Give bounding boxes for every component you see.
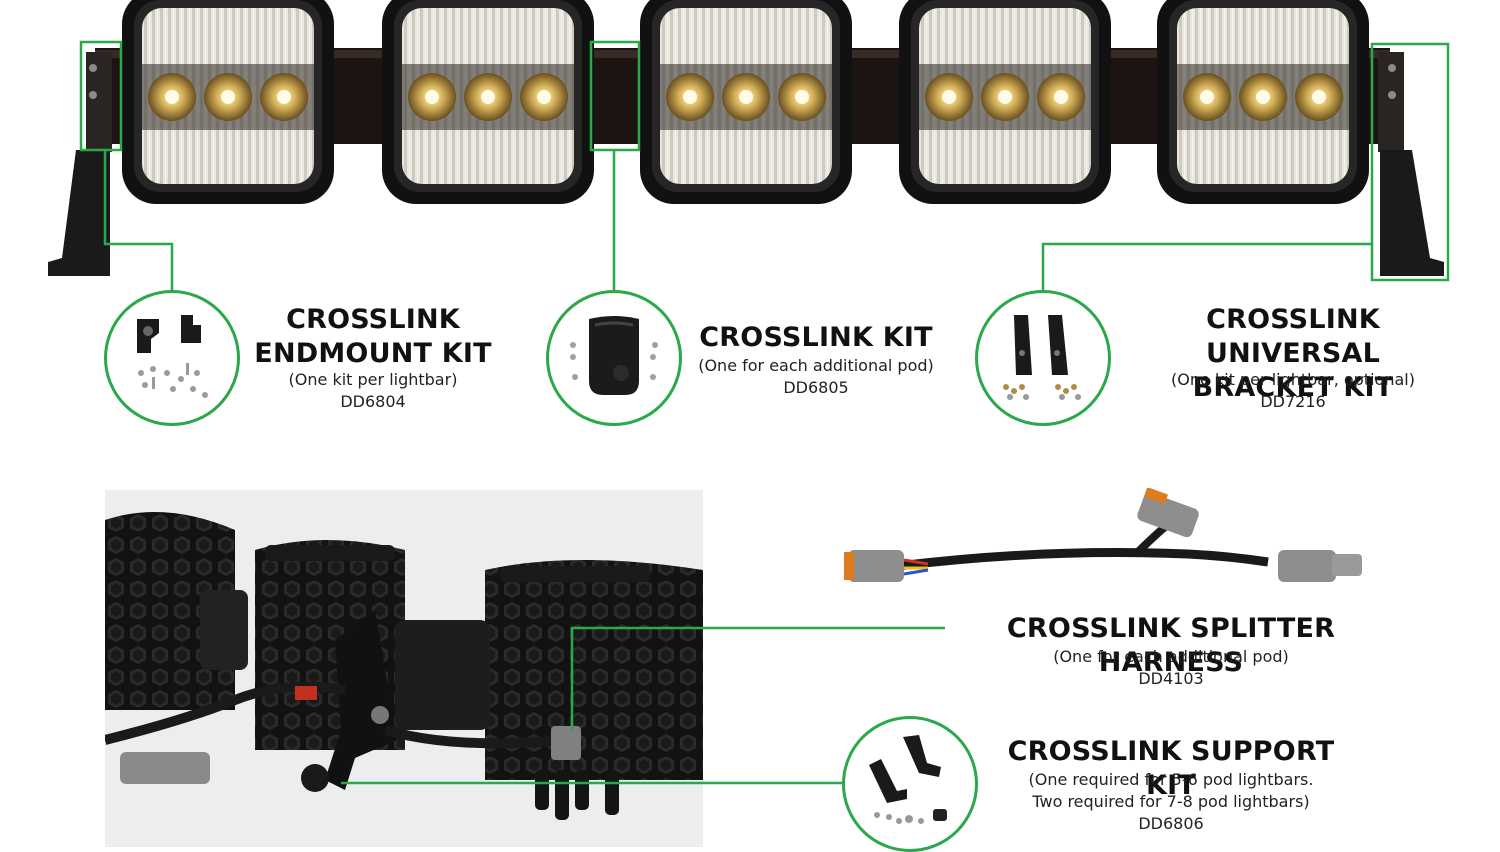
harness-cable-icon xyxy=(844,488,1362,582)
endmount-kit-circle xyxy=(104,290,240,426)
crosslink-kit-details: (One for each additional pod) DD6805 xyxy=(690,355,942,399)
light-pod-icon xyxy=(122,0,334,204)
rear-mount-photo xyxy=(105,490,703,847)
endmount-kit-title: CROSSLINK ENDMOUNT KIT xyxy=(248,303,498,371)
crosslink-bracket-icon xyxy=(570,316,658,395)
endmount-kit-title-line1: CROSSLINK xyxy=(286,304,460,335)
callout-right-box xyxy=(1370,42,1450,282)
callout-left-box xyxy=(79,40,123,152)
splitter-harness-title: CROSSLINK SPLITTER HARNESS xyxy=(1006,613,1336,678)
support-kit-title: CROSSLINK SUPPORT KIT xyxy=(1007,736,1335,801)
support-kit-details: (One required for 5-6 pod lightbars. Two… xyxy=(986,769,1356,835)
splitter-harness-note: (One for each additional pod) xyxy=(1053,647,1289,666)
support-bracket-icon xyxy=(869,735,947,824)
support-kit-circle xyxy=(842,716,978,852)
splitter-harness-sku: DD4103 xyxy=(1138,669,1204,688)
crosslink-kit-circle xyxy=(546,290,682,426)
crosslink-kit-sku: DD6805 xyxy=(783,378,849,397)
bracket-kit-note: (One kit per lightbar, optional) xyxy=(1171,370,1415,389)
splitter-harness-details: (One for each additional pod) DD4103 xyxy=(940,646,1402,690)
bracket-kit-title-line2: BRACKET KIT xyxy=(1192,372,1394,403)
universal-bracket-icon xyxy=(1003,315,1081,400)
lightbar-image xyxy=(48,0,1450,292)
bracket-kit-circle xyxy=(975,290,1111,426)
support-kit-sku: DD6806 xyxy=(1138,814,1204,833)
endmount-kit-note: (One kit per lightbar) xyxy=(288,370,458,389)
bracket-kit-title: CROSSLINK UNIVERSAL BRACKET KIT xyxy=(1118,303,1468,405)
left-endmount xyxy=(48,52,112,276)
endmount-kit-title-line2: ENDMOUNT KIT xyxy=(254,338,492,369)
crosslink-kit-title: CROSSLINK KIT xyxy=(699,322,933,353)
bottom-callout-lines xyxy=(703,626,945,785)
endmount-parts-icon xyxy=(137,315,208,398)
support-kit-note-line1: (One required for 5-6 pod lightbars. xyxy=(1028,770,1314,789)
crosslink-kit-note: (One for each additional pod) xyxy=(698,356,934,375)
bracket-kit-details: (One kit per lightbar, optional) DD7216 xyxy=(1118,369,1468,413)
support-kit-note-line2: Two required for 7-8 pod lightbars) xyxy=(1032,792,1310,811)
endmount-kit-sku: DD6804 xyxy=(340,392,406,411)
right-endmount xyxy=(1378,52,1444,276)
bracket-kit-title-line1: CROSSLINK UNIVERSAL xyxy=(1205,304,1381,369)
bracket-kit-sku: DD7216 xyxy=(1260,392,1326,411)
endmount-kit-details: (One kit per lightbar) DD6804 xyxy=(248,369,498,413)
